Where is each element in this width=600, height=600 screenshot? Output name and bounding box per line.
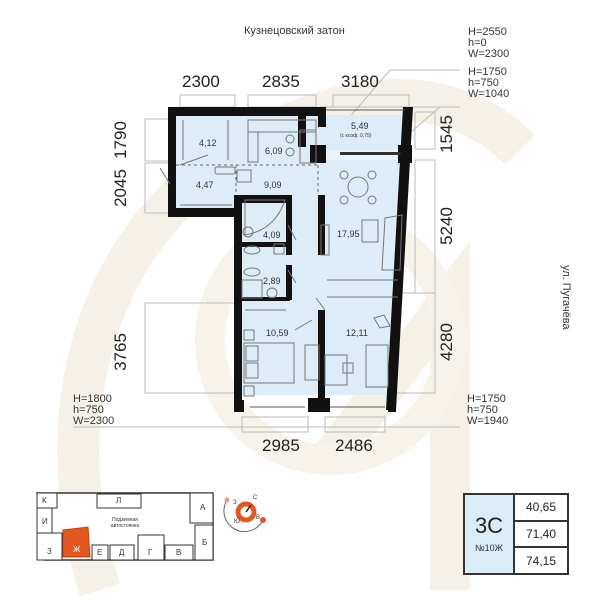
dim-bottom-1: 2985 bbox=[262, 436, 300, 455]
compass-west: З bbox=[233, 500, 237, 506]
parking-label: Подземная автостоянка bbox=[110, 517, 140, 529]
window-spec-bottom-left: H=1800 h=750 W=2300 bbox=[73, 393, 115, 427]
section-l: Л bbox=[116, 496, 122, 505]
dim-left-1: 1790 bbox=[110, 121, 130, 159]
dim-right-1: 1545 bbox=[436, 115, 456, 153]
section-d: Д bbox=[119, 548, 125, 557]
side-street-label: ул. Пугачёва bbox=[560, 265, 572, 330]
dim-right-3: 4280 bbox=[436, 323, 456, 361]
section-g: Г bbox=[148, 548, 153, 557]
window-spec-bottom-right: H=1750 h=750 W=1940 bbox=[467, 393, 509, 427]
room-area-corridor: 9,09 bbox=[264, 180, 282, 190]
area-with-balcony: 74,15 bbox=[525, 553, 557, 568]
window-spec-top-1: H=2550 h=0 W=2300 bbox=[468, 26, 510, 60]
section-zh: Ж bbox=[73, 545, 81, 554]
dim-right-2: 5240 bbox=[436, 207, 456, 245]
section-z: З bbox=[47, 547, 52, 556]
apartment-type: 3С bbox=[474, 513, 504, 538]
room-area-living-room: 17,95 bbox=[337, 229, 360, 239]
dim-left-2: 2045 bbox=[110, 169, 130, 207]
room-area-wardrobe: 4,12 bbox=[199, 138, 217, 148]
room-area-second-room: 12,11 bbox=[346, 328, 368, 338]
compass-east: В bbox=[256, 515, 261, 521]
compass-north: С bbox=[253, 495, 258, 501]
room-area-balcony: 5,49 bbox=[351, 121, 369, 131]
apartment-type-cell: 3С №10Ж bbox=[465, 495, 515, 573]
section-a: А bbox=[200, 503, 206, 512]
room-area-bathroom: 4,09 bbox=[263, 230, 281, 240]
room-area-hallway: 4,47 bbox=[196, 180, 214, 190]
area-values: 40,65 71,40 74,15 bbox=[515, 495, 567, 573]
apartment-info-box: 3С №10Ж 40,65 71,40 74,15 bbox=[463, 493, 569, 575]
section-v: В bbox=[176, 548, 182, 557]
living-area: 40,65 bbox=[515, 495, 567, 522]
dim-top-1: 2300 bbox=[182, 72, 220, 91]
dim-top-3: 3180 bbox=[341, 72, 379, 91]
compass-south: Ю bbox=[234, 519, 241, 525]
section-e: Е bbox=[97, 548, 103, 557]
dim-top-2: 2835 bbox=[262, 72, 300, 91]
room-area-kitchen: 6,09 bbox=[265, 146, 283, 156]
section-k: К bbox=[42, 496, 47, 505]
dim-left-3: 3765 bbox=[110, 333, 130, 371]
room-area-toilet: 2,89 bbox=[263, 276, 281, 286]
room-note-balcony: (с коэф. 0,75) bbox=[340, 133, 372, 139]
top-street-label: Кузнецовский затон bbox=[244, 25, 345, 37]
room-area-bedroom: 10,59 bbox=[266, 328, 289, 338]
window-spec-top-2: H=1750 h=750 W=1040 bbox=[468, 66, 510, 100]
section-b: Б bbox=[202, 538, 208, 547]
total-area: 71,40 bbox=[515, 522, 567, 549]
section-i: И bbox=[42, 517, 48, 526]
apartment-number: №10Ж bbox=[475, 543, 503, 553]
dim-bottom-2: 2486 bbox=[335, 436, 373, 455]
